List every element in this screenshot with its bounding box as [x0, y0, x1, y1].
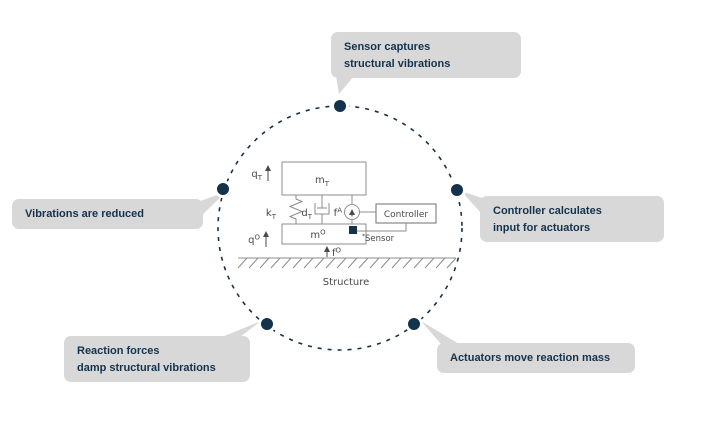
sensor-label: *Sensor [362, 233, 395, 244]
spring-label: kT [266, 208, 277, 221]
callout-controller-line2: input for actuators [493, 221, 591, 234]
sensor-controller-line [357, 223, 407, 232]
node-reaction-forces [258, 315, 276, 333]
node-sensor [331, 97, 349, 115]
callout-controller-line1: Controller calculates [493, 205, 602, 217]
control-loop-circle [217, 105, 463, 351]
callout-actuators-line1: Actuators move reaction mass [450, 352, 611, 364]
spring-symbol [288, 195, 304, 224]
ground-hatching [237, 257, 457, 269]
loop-nodes [214, 97, 466, 333]
sensor-dot [349, 226, 357, 234]
tmd-mass-label: mT [315, 175, 330, 188]
callout-vibrations-reduced: Vibrations are reduced [12, 199, 203, 229]
callout-reaction-line1: Reaction forces [77, 345, 160, 357]
callout-sensor: Sensor captures structural vibrations [331, 32, 521, 78]
callout-vibrations-line1: Vibrations are reduced [25, 208, 145, 220]
callout-tails [200, 76, 482, 344]
callout-reaction-forces: Reaction forces damp structural vibratio… [64, 336, 250, 382]
damper-label: dT [301, 208, 312, 221]
callout-controller: Controller calculates input for actuator… [480, 196, 664, 242]
tmd-schematic: mT kT dT fA mO Controller *Sensor [237, 161, 457, 288]
controller-label: Controller [384, 210, 429, 220]
callout-tail-controller [461, 191, 482, 214]
node-vibrations-reduced [214, 180, 232, 198]
structure-force-label: fO [332, 247, 342, 260]
tmd-displacement-label: qT [251, 169, 262, 182]
node-actuators [405, 315, 423, 333]
ground-label: Structure [323, 277, 370, 288]
actuator-force-label: fA [334, 207, 343, 220]
callout-tail-sensor [336, 76, 354, 94]
callout-sensor-line2: structural vibrations [344, 57, 451, 70]
callout-tail-actuators [421, 321, 459, 344]
callout-tail-vibrations [200, 192, 226, 217]
structure-mass-label: mO [310, 229, 326, 242]
callout-sensor-line1: Sensor captures [344, 41, 431, 53]
node-controller [448, 181, 466, 199]
structure-mass-box [281, 223, 367, 245]
tmd-mass-box [281, 161, 367, 196]
damper-symbol [314, 195, 330, 224]
structure-displacement-label: qO [248, 234, 260, 247]
callout-actuators: Actuators move reaction mass [437, 343, 635, 373]
callout-reaction-line2: damp structural vibrations [77, 361, 216, 374]
callout-tail-reaction [222, 321, 261, 337]
